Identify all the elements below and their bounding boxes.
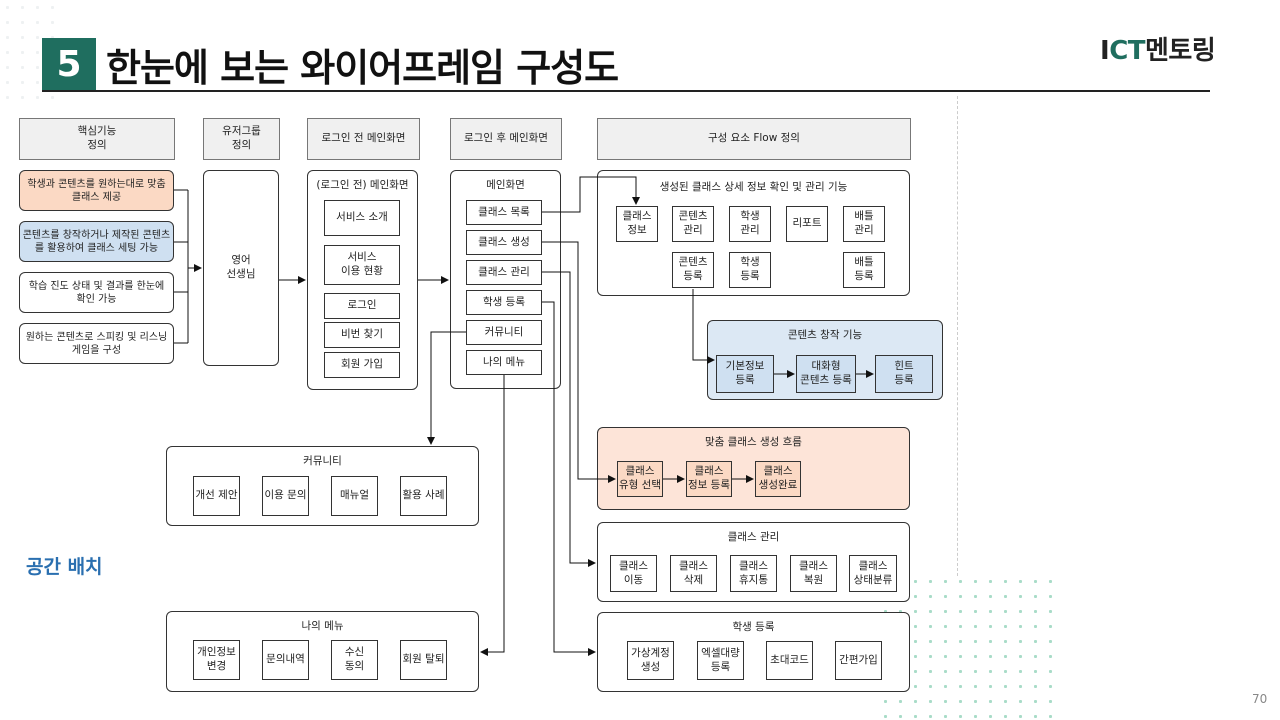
core-feature-2: 콘텐츠를 창작하거나 제작된 콘텐츠 를 활용하여 클래스 세팅 가능 — [19, 221, 174, 262]
pre-login-title: (로그인 전) 메인화면 — [316, 179, 409, 191]
community-inquiry[interactable]: 이용 문의 — [262, 476, 309, 516]
my-menu-subscribe[interactable]: 수신 동의 — [331, 640, 378, 680]
my-menu-profile-edit[interactable]: 개인정보 변경 — [193, 640, 240, 680]
class-manage-delete[interactable]: 클래스 삭제 — [670, 555, 717, 592]
class-detail-student-register[interactable]: 학생 등록 — [729, 252, 771, 288]
post-login-community[interactable]: 커뮤니티 — [466, 320, 542, 345]
post-login-student-register[interactable]: 학생 등록 — [466, 290, 542, 315]
content-create-dialogue[interactable]: 대화형 콘텐츠 등록 — [796, 355, 856, 393]
connector — [542, 271, 596, 567]
post-login-class-create[interactable]: 클래스 생성 — [466, 230, 542, 255]
divider — [957, 96, 958, 576]
post-login-class-manage[interactable]: 클래스 관리 — [466, 260, 542, 285]
student-reg-easy-signup[interactable]: 간편가입 — [835, 641, 882, 680]
connector — [692, 289, 715, 364]
class-detail-student-manage[interactable]: 학생 관리 — [729, 206, 771, 242]
connector — [427, 331, 466, 445]
page-title: 한눈에 보는 와이어프레임 구성도 — [106, 45, 619, 90]
title-underline — [42, 90, 1210, 92]
connector — [480, 375, 505, 656]
class-manage-status[interactable]: 클래스 상태분류 — [849, 555, 897, 592]
page-number: 70 — [1252, 692, 1268, 706]
pre-login-service-status[interactable]: 서비스 이용 현황 — [324, 245, 400, 285]
pre-login-find-password[interactable]: 비번 찾기 — [324, 322, 400, 348]
content-create-hint[interactable]: 힌트 등록 — [875, 355, 933, 393]
pre-login-login[interactable]: 로그인 — [324, 293, 400, 319]
my-menu-inquiry-history[interactable]: 문의내역 — [262, 640, 309, 680]
my-menu-title: 나의 메뉴 — [301, 620, 344, 632]
pre-login-signup[interactable]: 회원 가입 — [324, 352, 400, 378]
connector — [542, 301, 596, 656]
community-suggestion[interactable]: 개선 제안 — [193, 476, 240, 516]
class-detail-battle-manage[interactable]: 배틀 관리 — [843, 206, 885, 242]
class-detail-report[interactable]: 리포트 — [786, 206, 828, 242]
content-create-basic-info[interactable]: 기본정보 등록 — [716, 355, 774, 393]
custom-class-type-select[interactable]: 클래스 유형 선택 — [617, 461, 663, 497]
class-detail-title: 생성된 클래스 상세 정보 확인 및 관리 기능 — [659, 181, 848, 193]
post-login-title: 메인화면 — [486, 179, 525, 191]
my-menu-withdraw[interactable]: 회원 탈퇴 — [400, 640, 447, 680]
content-create-title: 콘텐츠 창작 기능 — [787, 329, 863, 341]
side-label: 공간 배치 — [26, 556, 103, 578]
column-header-pre-login: 로그인 전 메인화면 — [307, 118, 420, 160]
class-manage-move[interactable]: 클래스 이동 — [610, 555, 657, 592]
class-manage-restore[interactable]: 클래스 복원 — [790, 555, 837, 592]
column-header-flow: 구성 요소 Flow 정의 — [597, 118, 911, 160]
core-feature-4: 원하는 콘텐츠로 스피킹 및 리스닝 게임을 구성 — [19, 323, 174, 364]
student-reg-virtual-account[interactable]: 가상계정 생성 — [627, 641, 674, 680]
post-login-my-menu[interactable]: 나의 메뉴 — [466, 350, 542, 375]
student-reg-invite-code[interactable]: 초대코드 — [766, 641, 813, 680]
connector — [542, 176, 640, 213]
custom-class-info-register[interactable]: 클래스 정보 등록 — [686, 461, 732, 497]
class-manage-title: 클래스 관리 — [727, 531, 780, 543]
class-detail-class-info[interactable]: 클래스 정보 — [616, 206, 658, 242]
connector — [542, 241, 616, 483]
user-group-teacher: 영어 선생님 — [203, 170, 279, 366]
class-detail-content-manage[interactable]: 콘텐츠 관리 — [672, 206, 714, 242]
logo: ICT멘토링 — [1100, 36, 1216, 66]
class-detail-battle-register[interactable]: 배틀 등록 — [843, 252, 885, 288]
community-use-cases[interactable]: 활용 사례 — [400, 476, 447, 516]
community-title: 커뮤니티 — [303, 455, 342, 467]
section-number: 5 — [42, 38, 96, 90]
class-manage-trash[interactable]: 클래스 휴지통 — [730, 555, 777, 592]
pre-login-service-intro[interactable]: 서비스 소개 — [324, 200, 400, 236]
custom-class-title: 맞춤 클래스 생성 흐름 — [705, 436, 802, 448]
column-header-core: 핵심기능 정의 — [19, 118, 175, 160]
core-feature-3: 학습 진도 상태 및 결과를 한눈에 확인 가능 — [19, 272, 174, 313]
column-header-post-login: 로그인 후 메인화면 — [450, 118, 562, 160]
core-feature-1: 학생과 콘텐츠를 원하는대로 맞춤 클래스 제공 — [19, 170, 174, 211]
column-header-usergroup: 유저그룹 정의 — [203, 118, 280, 160]
class-detail-content-register[interactable]: 콘텐츠 등록 — [672, 252, 714, 288]
student-reg-excel[interactable]: 엑셀대량 등록 — [697, 641, 744, 680]
student-reg-title: 학생 등록 — [732, 621, 775, 633]
community-manual[interactable]: 매뉴얼 — [331, 476, 378, 516]
post-login-class-list[interactable]: 클래스 목록 — [466, 200, 542, 225]
custom-class-complete[interactable]: 클래스 생성완료 — [755, 461, 801, 497]
